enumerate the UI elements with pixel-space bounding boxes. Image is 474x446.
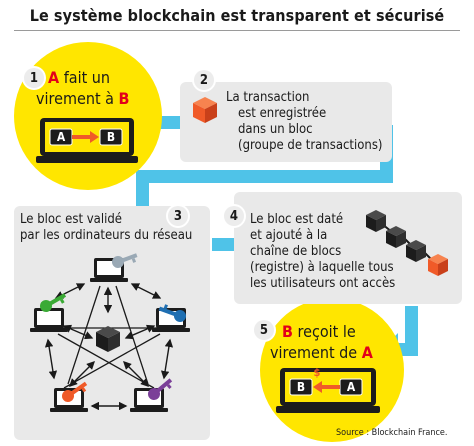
network-arrow bbox=[44, 338, 58, 380]
key-icon-orange bbox=[62, 381, 88, 402]
step5-laptop-label-a: A bbox=[346, 380, 356, 394]
flow-connector-3-drop bbox=[136, 170, 149, 208]
step4-text-line1: Le bloc est daté bbox=[250, 212, 344, 227]
step5-line1-rest: reçoit le bbox=[292, 322, 356, 341]
step2-cube-icon bbox=[193, 97, 217, 123]
step2-text-line3: dans un bloc bbox=[238, 122, 313, 137]
step4-text-line4: (registre) à laquelle tous bbox=[250, 260, 394, 275]
network-arrow bbox=[160, 338, 174, 380]
network-diagram bbox=[30, 253, 190, 412]
step1-receiver-letter: B bbox=[118, 89, 130, 108]
step1-line1-rest: fait un bbox=[59, 68, 111, 87]
step3-number-badge: 3 bbox=[168, 206, 188, 226]
step2-box bbox=[180, 82, 392, 162]
step4-text-line2: et ajouté à la bbox=[250, 228, 328, 243]
key-icon-grey bbox=[112, 253, 138, 268]
network-cube-icon bbox=[96, 326, 120, 352]
step1-sender-letter: A bbox=[48, 68, 60, 87]
key-icon-blue bbox=[158, 304, 186, 322]
step4-number-badge: 4 bbox=[224, 206, 244, 226]
title-divider bbox=[14, 30, 460, 31]
flow-connector-3-4 bbox=[212, 238, 236, 251]
step2-number-badge: 2 bbox=[194, 70, 214, 90]
key-icon-green bbox=[40, 293, 67, 312]
step5-number-badge: 5 bbox=[254, 320, 274, 340]
step2-text-line4: (groupe de transactions) bbox=[238, 138, 383, 153]
step1-text-line2: virement à B bbox=[36, 89, 130, 108]
network-laptop-left bbox=[30, 308, 68, 332]
step1-number-badge: 1 bbox=[24, 68, 44, 88]
step5-line2-rest: virement de bbox=[270, 343, 362, 362]
network-arrow bbox=[130, 283, 162, 299]
step5-receiver-letter: B bbox=[282, 322, 293, 341]
step1-laptop-label-b: B bbox=[106, 130, 116, 144]
step5-sender-letter: A bbox=[361, 343, 373, 362]
step4-text-line5: les utilisateurs ont accès bbox=[250, 276, 396, 291]
step5-text-line1: B reçoit le bbox=[282, 322, 356, 341]
step5-text-line2: virement de A bbox=[270, 343, 373, 362]
step4-text-line3: chaîne de blocs bbox=[250, 244, 342, 259]
blockchain-cubes-icon bbox=[366, 210, 448, 276]
step2-text-line1: La transaction bbox=[226, 90, 310, 105]
step3-text-line2: par les ordinateurs du réseau bbox=[20, 228, 193, 243]
step5-laptop-icon bbox=[276, 368, 380, 413]
step1-text-line1: A fait un bbox=[48, 68, 110, 87]
step1-laptop-label-a: A bbox=[56, 130, 66, 144]
step1-line2-rest: virement à bbox=[36, 89, 119, 108]
step1-laptop-icon bbox=[36, 118, 138, 163]
step5-laptop-label-b: B bbox=[296, 380, 306, 394]
source-credit: Source : Blockchain France. bbox=[336, 428, 448, 438]
step5-dollar-sign: $ bbox=[313, 366, 321, 379]
flow-connector-2-3-horizontal bbox=[136, 170, 393, 183]
step2-text-line2: est enregistrée bbox=[238, 106, 327, 121]
page-title: Le système blockchain est transparent et… bbox=[29, 6, 445, 25]
step3-text-line1: Le bloc est validé bbox=[20, 212, 122, 227]
key-icon-purple bbox=[148, 378, 173, 400]
